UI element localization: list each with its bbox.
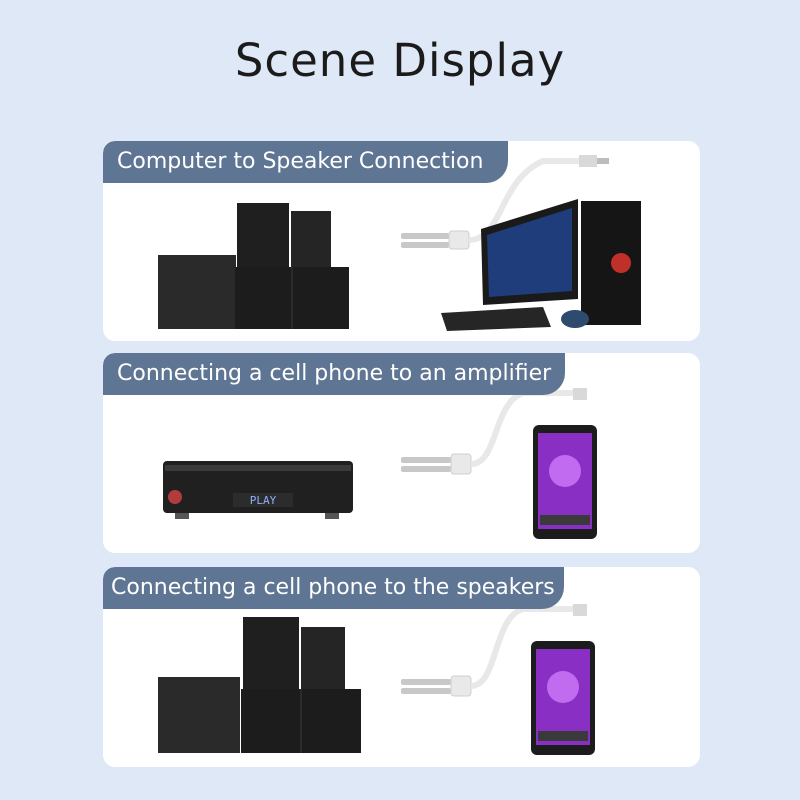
amplifier-icon: PLAY <box>163 461 353 519</box>
scene-label: Connecting a cell phone to an amplifier <box>103 353 565 395</box>
phone-icon <box>531 641 595 755</box>
speaker-set-icon <box>158 203 349 329</box>
audio-cable-icon <box>401 604 587 697</box>
phone-amplifier-illustration: PLAY <box>163 388 597 539</box>
phone-speakers-illustration <box>158 604 595 755</box>
computer-speaker-illustration <box>158 155 641 331</box>
scene-label: Computer to Speaker Connection <box>103 141 508 183</box>
scene-label: Connecting a cell phone to the speakers <box>103 567 564 609</box>
phone-icon <box>533 425 597 539</box>
page-title: Scene Display <box>234 34 566 87</box>
scene-panel-computer-speaker: Computer to Speaker Connection <box>103 141 700 341</box>
computer-icon <box>441 199 641 331</box>
amplifier-display-text: PLAY <box>250 494 277 507</box>
audio-cable-icon <box>401 155 609 250</box>
speaker-set-icon <box>158 617 361 753</box>
scene-panel-phone-amplifier: PLAY Connecting a cell phone to an ampli… <box>103 353 700 553</box>
scene-panel-phone-speakers: Connecting a cell phone to the speakers <box>103 567 700 767</box>
